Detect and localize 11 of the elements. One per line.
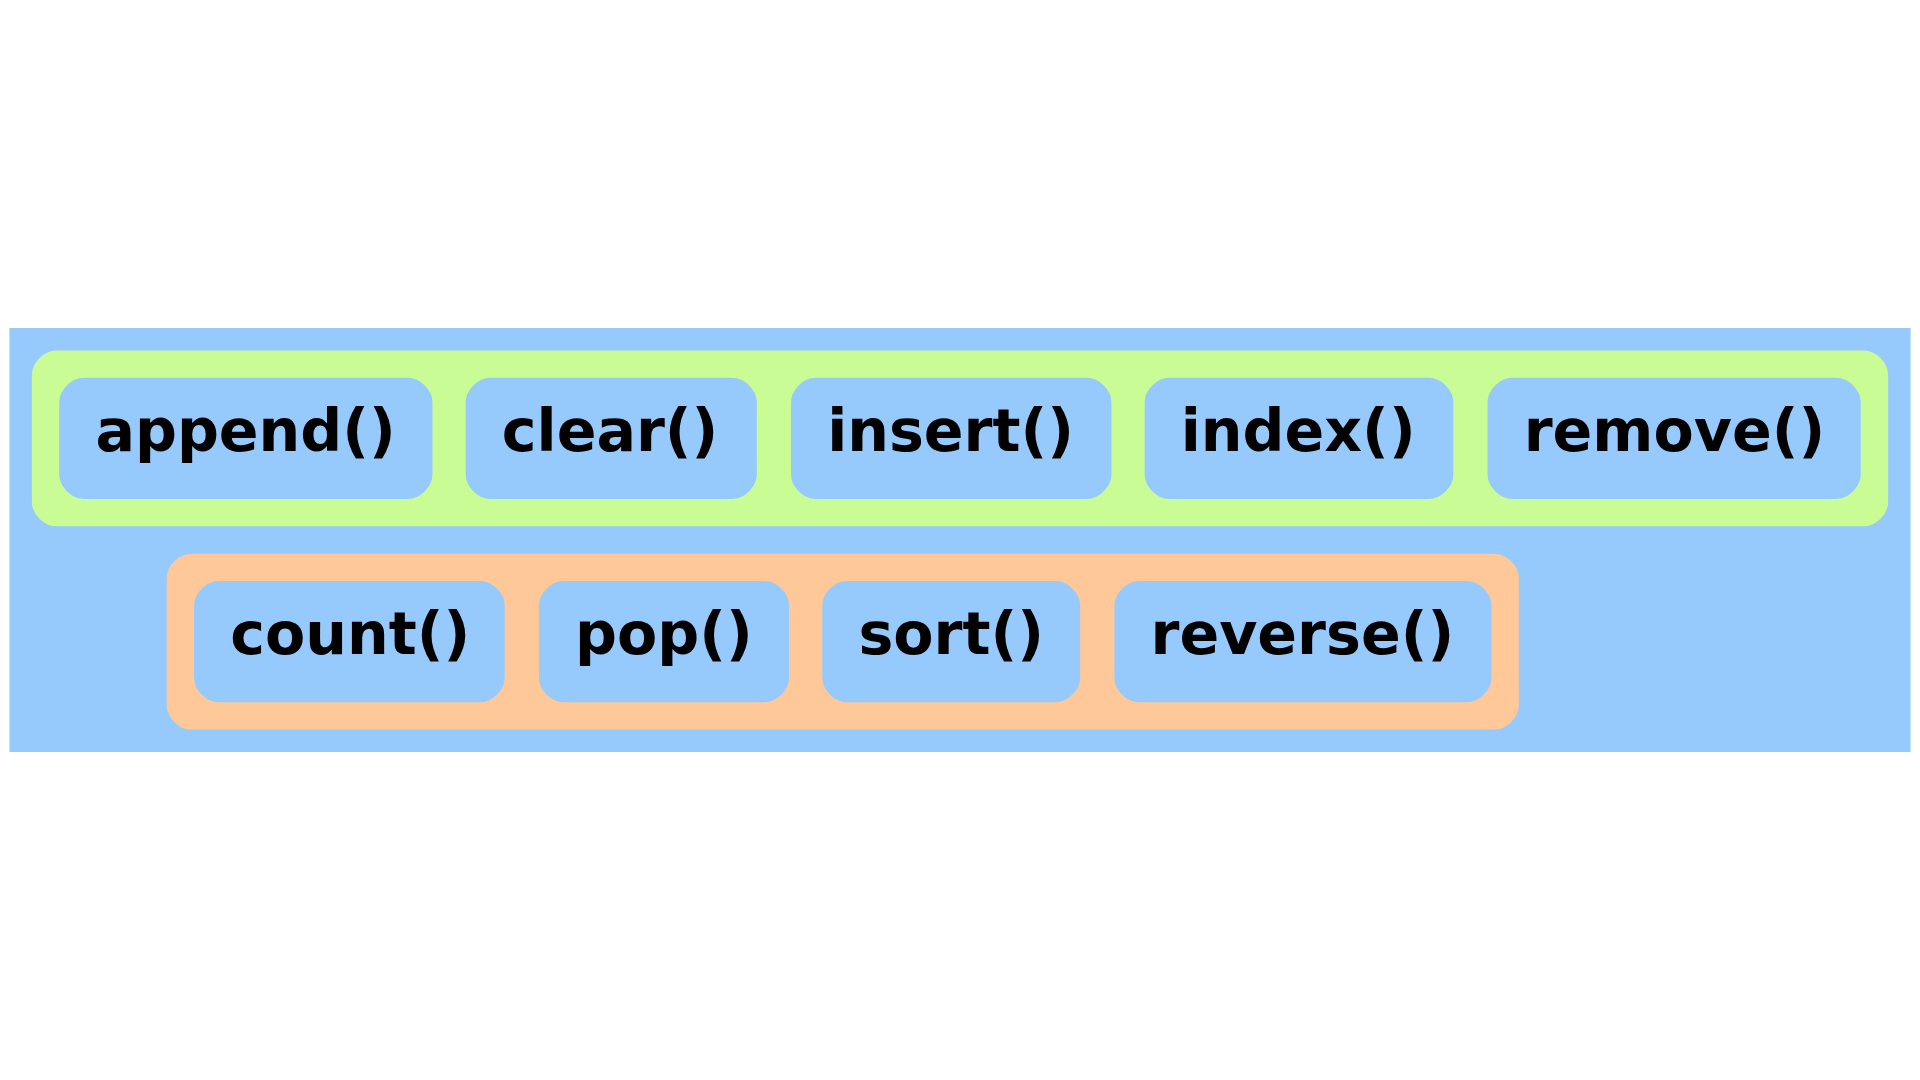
- node-box: remove(): [1487, 377, 1861, 499]
- node-box: clear(): [465, 377, 757, 499]
- node-box: index(): [1144, 377, 1454, 499]
- cluster: [166, 553, 1519, 730]
- node-box: pop(): [538, 581, 790, 703]
- node-box: append(): [59, 377, 433, 499]
- node-box: sort(): [822, 581, 1081, 703]
- node-box: reverse(): [1114, 581, 1492, 703]
- cluster: [31, 350, 1889, 527]
- node-box: count(): [194, 581, 505, 703]
- node-box: insert(): [791, 377, 1112, 499]
